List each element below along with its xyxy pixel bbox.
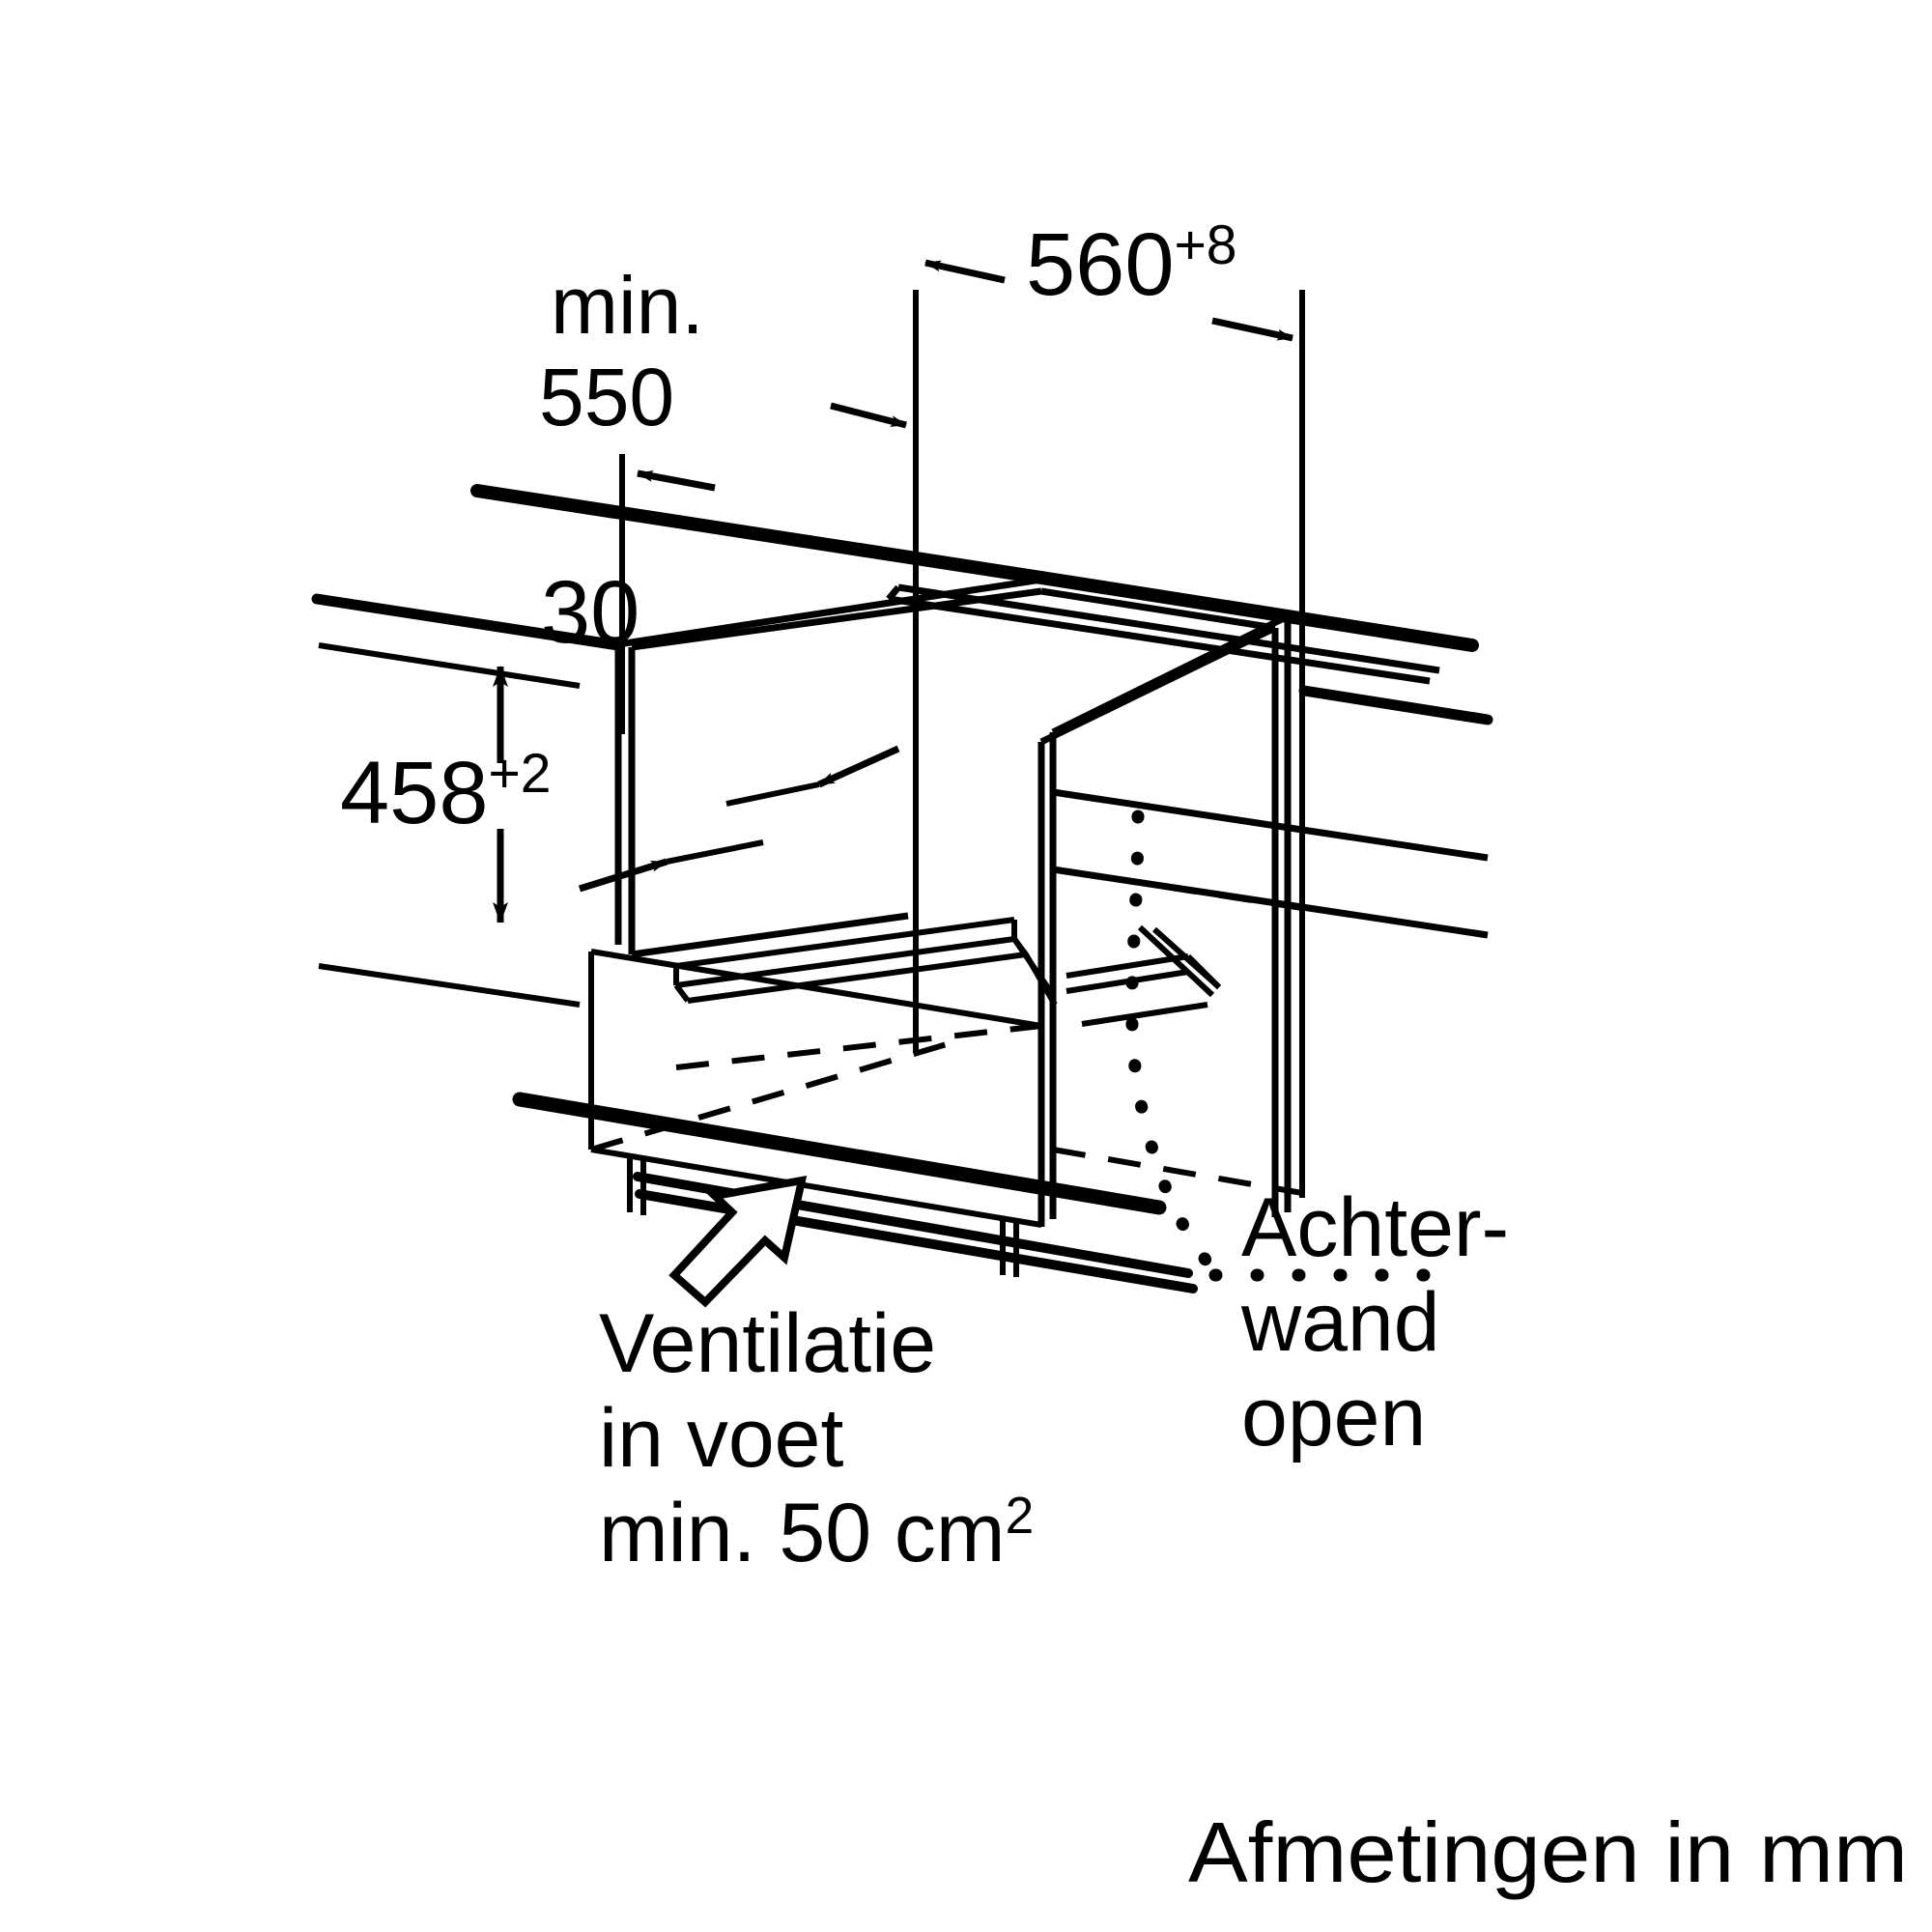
ventilation-area-sup: 2 [1006, 1488, 1035, 1545]
worktop-front-left-edge [470, 484, 1048, 584]
rail-top-front [675, 917, 1015, 969]
left-panel-top-edge [311, 593, 624, 651]
right-panel-front-slope-2 [1051, 612, 1290, 736]
backwall-caption-line3: open [1241, 1371, 1426, 1463]
dim-leader-30-upper [725, 781, 820, 807]
niche-top-right-front [1040, 576, 1286, 620]
hidden-appliance-diagonal [590, 1036, 967, 1152]
dim-min-550 [619, 290, 919, 1053]
dim-label-550: 550 [539, 352, 674, 442]
backwall-top-horizontal [1052, 867, 1303, 911]
niche-floor-front-rail-top [631, 912, 909, 958]
ext-line-458-top [318, 642, 581, 689]
dim-arrow-30-upper [817, 745, 900, 788]
dim-560-value: 560 [1026, 215, 1175, 314]
dim-560 [924, 259, 1305, 1198]
dim-label-560: 560+8 [1026, 214, 1237, 314]
dim-arrow-550-left [637, 469, 716, 492]
drawer-bottom-edge [590, 1147, 1042, 1228]
hidden-appliance-top [675, 1023, 1042, 1070]
niche-top-front-edge [617, 576, 1042, 648]
dim-arrow-560-left [924, 259, 1006, 284]
ventilation-caption-line2: in voet [599, 1392, 843, 1485]
shelf-front-edge [1065, 953, 1189, 979]
dim-leader-30-lower [666, 839, 764, 865]
ventilation-area-text: min. 50 cm [599, 1487, 1006, 1579]
dim-458-tolerance: +2 [489, 743, 552, 805]
right-panel-front-slope [1039, 624, 1277, 746]
dim-560-tolerance: +8 [1175, 214, 1237, 276]
drawer-top-edge [590, 949, 1042, 1029]
right-panel-top-edge [1298, 685, 1493, 725]
ext-line-458-bottom [318, 963, 581, 1008]
ceiling-slab-lower [888, 595, 1431, 685]
backwall-bottom-horizontal [1052, 1147, 1303, 1196]
dim-arrow-550-right [830, 402, 907, 429]
plinth-top-line [512, 1092, 1167, 1215]
dim-label-min: min. [551, 260, 704, 351]
shelf-lower-line [1081, 1002, 1208, 1027]
ventilation-arrow [668, 1176, 808, 1308]
niche-top-right-front-2 [1040, 587, 1276, 632]
ventilation-caption-line3: min. 50 cm2 [599, 1487, 1034, 1579]
ceiling-slab-left-cap [886, 584, 901, 602]
right-panel-back-top-line [1052, 788, 1489, 862]
dim-label-458: 458+2 [340, 743, 552, 842]
dim-label-30: 30 [541, 563, 639, 662]
dim-arrow-30-lower [578, 858, 668, 893]
dim-458-value: 458 [340, 744, 489, 842]
ventilation-arrow-shape [668, 1176, 808, 1308]
dim-arrow-560-right [1211, 317, 1293, 342]
rail-left-cap-b [673, 983, 691, 1003]
backwall-caption-line2: wand [1240, 1276, 1440, 1369]
ceiling-slab-upper [897, 583, 1440, 674]
backwall-caption-line1: Achter- [1241, 1181, 1509, 1274]
rail-to-right-panel-2 [1023, 952, 1058, 1007]
ventilation-caption-line1: Ventilatie [599, 1297, 936, 1390]
rail-bottom-front [687, 952, 1027, 1004]
shelf-side-a [1137, 924, 1215, 998]
backwall-dotted-leader [1125, 810, 1456, 1282]
dim-458 [318, 642, 581, 1008]
leader-vertical-dots [1125, 810, 1222, 1280]
shelf-corner [1185, 953, 1222, 990]
units-caption: Afmetingen in mm [1188, 1804, 1908, 1900]
dim-30 [578, 745, 900, 893]
